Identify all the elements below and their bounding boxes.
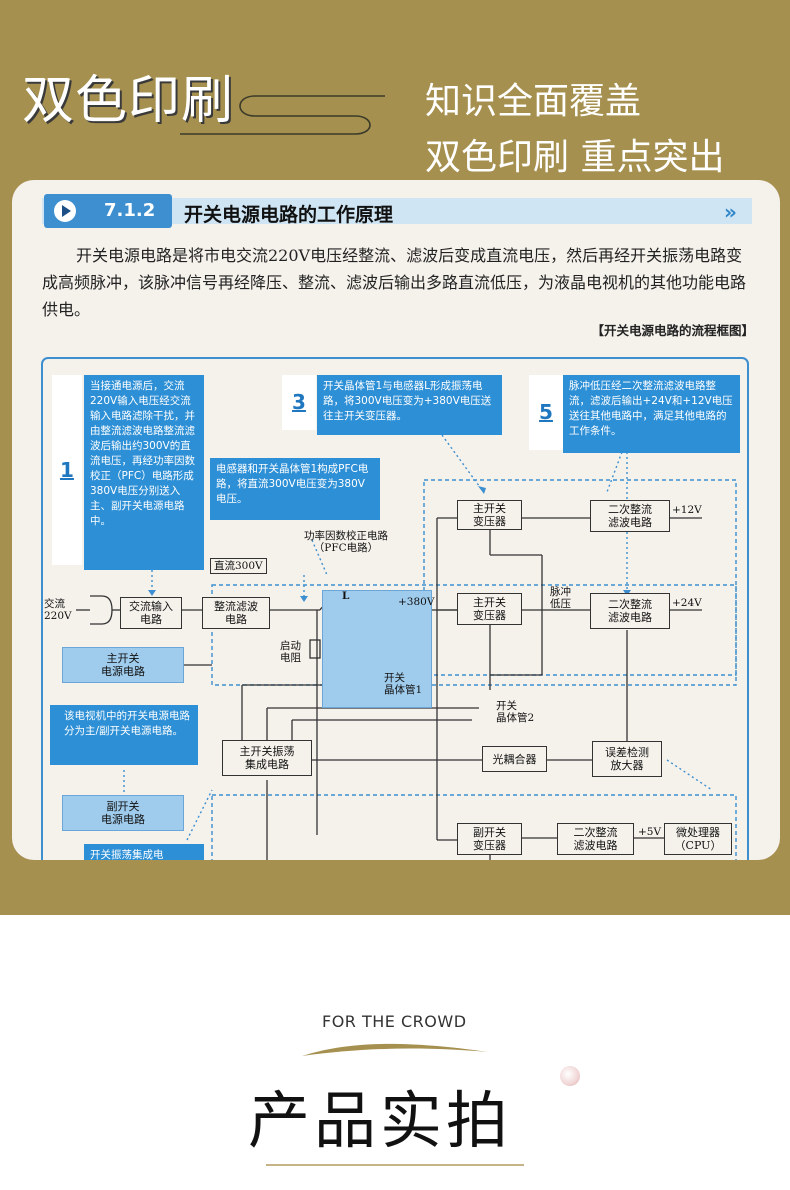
title-underline [266,1164,524,1166]
main-psu-block: 主开关 电源电路 [62,647,184,683]
main-transformer-a-block: 主开关 变压器 [457,500,522,530]
q1-label: 开关 晶体管1 [384,672,423,696]
play-icon [54,200,76,222]
secondary-rectifier-12v-block: 二次整流 滤波电路 [590,500,670,532]
note-split-box: 该电视机中的开关电源电路分为主/副开关电源电路。 [50,705,198,765]
pfc-circuit-area [322,590,432,708]
secondary-rectifier-24v-block: 二次整流 滤波电路 [590,593,670,629]
rectifier-block: 整流滤波 电路 [202,597,270,629]
section-number: 7.1.2 [104,200,156,221]
sub-psu-block: 副开关 电源电路 [62,795,184,831]
ac-input-label: 交流 220V [44,598,72,622]
section-title: 开关电源电路的工作原理 [184,204,394,226]
note-bottom-box: 开关振荡集成电 [84,844,204,860]
note-bottom-text: 开关振荡集成电 [90,849,164,860]
note1-box: 当接通电源后，交流220V输入电压经交流输入电路滤除干扰，并由整流滤波电路整流滤… [84,375,204,570]
note3-box: 开关晶体管1与电感器L形成振荡电路，将300V电压变为+380V电压送往主开关变… [317,375,502,435]
q2-label: 开关 晶体管2 [496,700,535,724]
secondary-rectifier-5v-block: 二次整流 滤波电路 [557,823,634,855]
pulse-label: 脉冲 低压 [550,586,571,610]
optocoupler-block: 光耦合器 [482,746,547,772]
v24-label: +24V [672,597,702,609]
header-right-line2: 双色印刷 重点突出 [425,137,725,178]
v12-label: +12V [672,504,702,516]
double-chevron-icon: » [724,200,737,224]
v380-label: +380V [398,596,435,608]
body-paragraph: 开关电源电路是将市电交流220V电压经整流、滤波后变成直流电压，然后再经开关振荡… [42,246,747,319]
start-resistor-label: 启动 电阻 [280,640,301,664]
note-split-text: 该电视机中的开关电源电路分为主/副开关电源电路。 [64,710,190,737]
sub-transformer-block: 副开关 变压器 [457,823,522,855]
note5-box: 脉冲低压经二次整流滤波电路整流，滤波后输出+24V和+12V电压送往其他电路中，… [563,375,740,453]
note2-text: 电感器和开关晶体管1构成PFC电路，将直流300V电压变为380V电压。 [216,463,369,505]
header-right-line1: 知识全面覆盖 [425,81,642,122]
slogan: FOR THE CROWD [322,1012,467,1031]
swirl-decoration [180,95,385,135]
v5-label: +5V [638,826,662,838]
brush-stroke-icon [302,1043,488,1056]
error-amp-block: 误差检测 放大器 [592,741,662,777]
note2-box: 电感器和开关晶体管1构成PFC电路，将直流300V电压变为380V电压。 [210,458,380,520]
ac-input-block: 交流输入 电路 [120,597,182,629]
pfc-label: 功率因数校正电路 （PFC电路） [304,530,388,554]
note1-number: 1 [52,375,82,565]
mcu-block: 微处理器 （CPU） [664,823,732,855]
product-photo-title: 产品实拍 [248,1084,513,1157]
dc300-label: 直流300V [210,558,267,574]
header-left-title: 双色印刷 [22,71,235,131]
note5-text: 脉冲低压经二次整流滤波电路整流，滤波后输出+24V和+12V电压送往其他电路中，… [569,380,733,437]
main-transformer-b-block: 主开关 变压器 [457,593,522,625]
book-page-photo: 7.1.2 开关电源电路的工作原理 » 开关电源电路是将市电交流220V电压经整… [12,180,780,860]
pearl-icon [560,1066,580,1086]
oscillator-ic-block: 主开关振荡 集成电路 [222,740,312,776]
note3-text: 开关晶体管1与电感器L形成振荡电路，将300V电压变为+380V电压送往主开关变… [323,380,492,422]
note5-number: 5 [529,375,563,450]
note3-number: 3 [282,375,316,430]
section-number-badge: 7.1.2 [44,194,172,228]
inductor-label: L [342,590,350,602]
figure-caption: 【开关电源电路的流程框图】 [591,323,754,338]
note1-text: 当接通电源后，交流220V输入电压经交流输入电路滤除干扰，并由整流滤波电路整流滤… [90,380,195,527]
